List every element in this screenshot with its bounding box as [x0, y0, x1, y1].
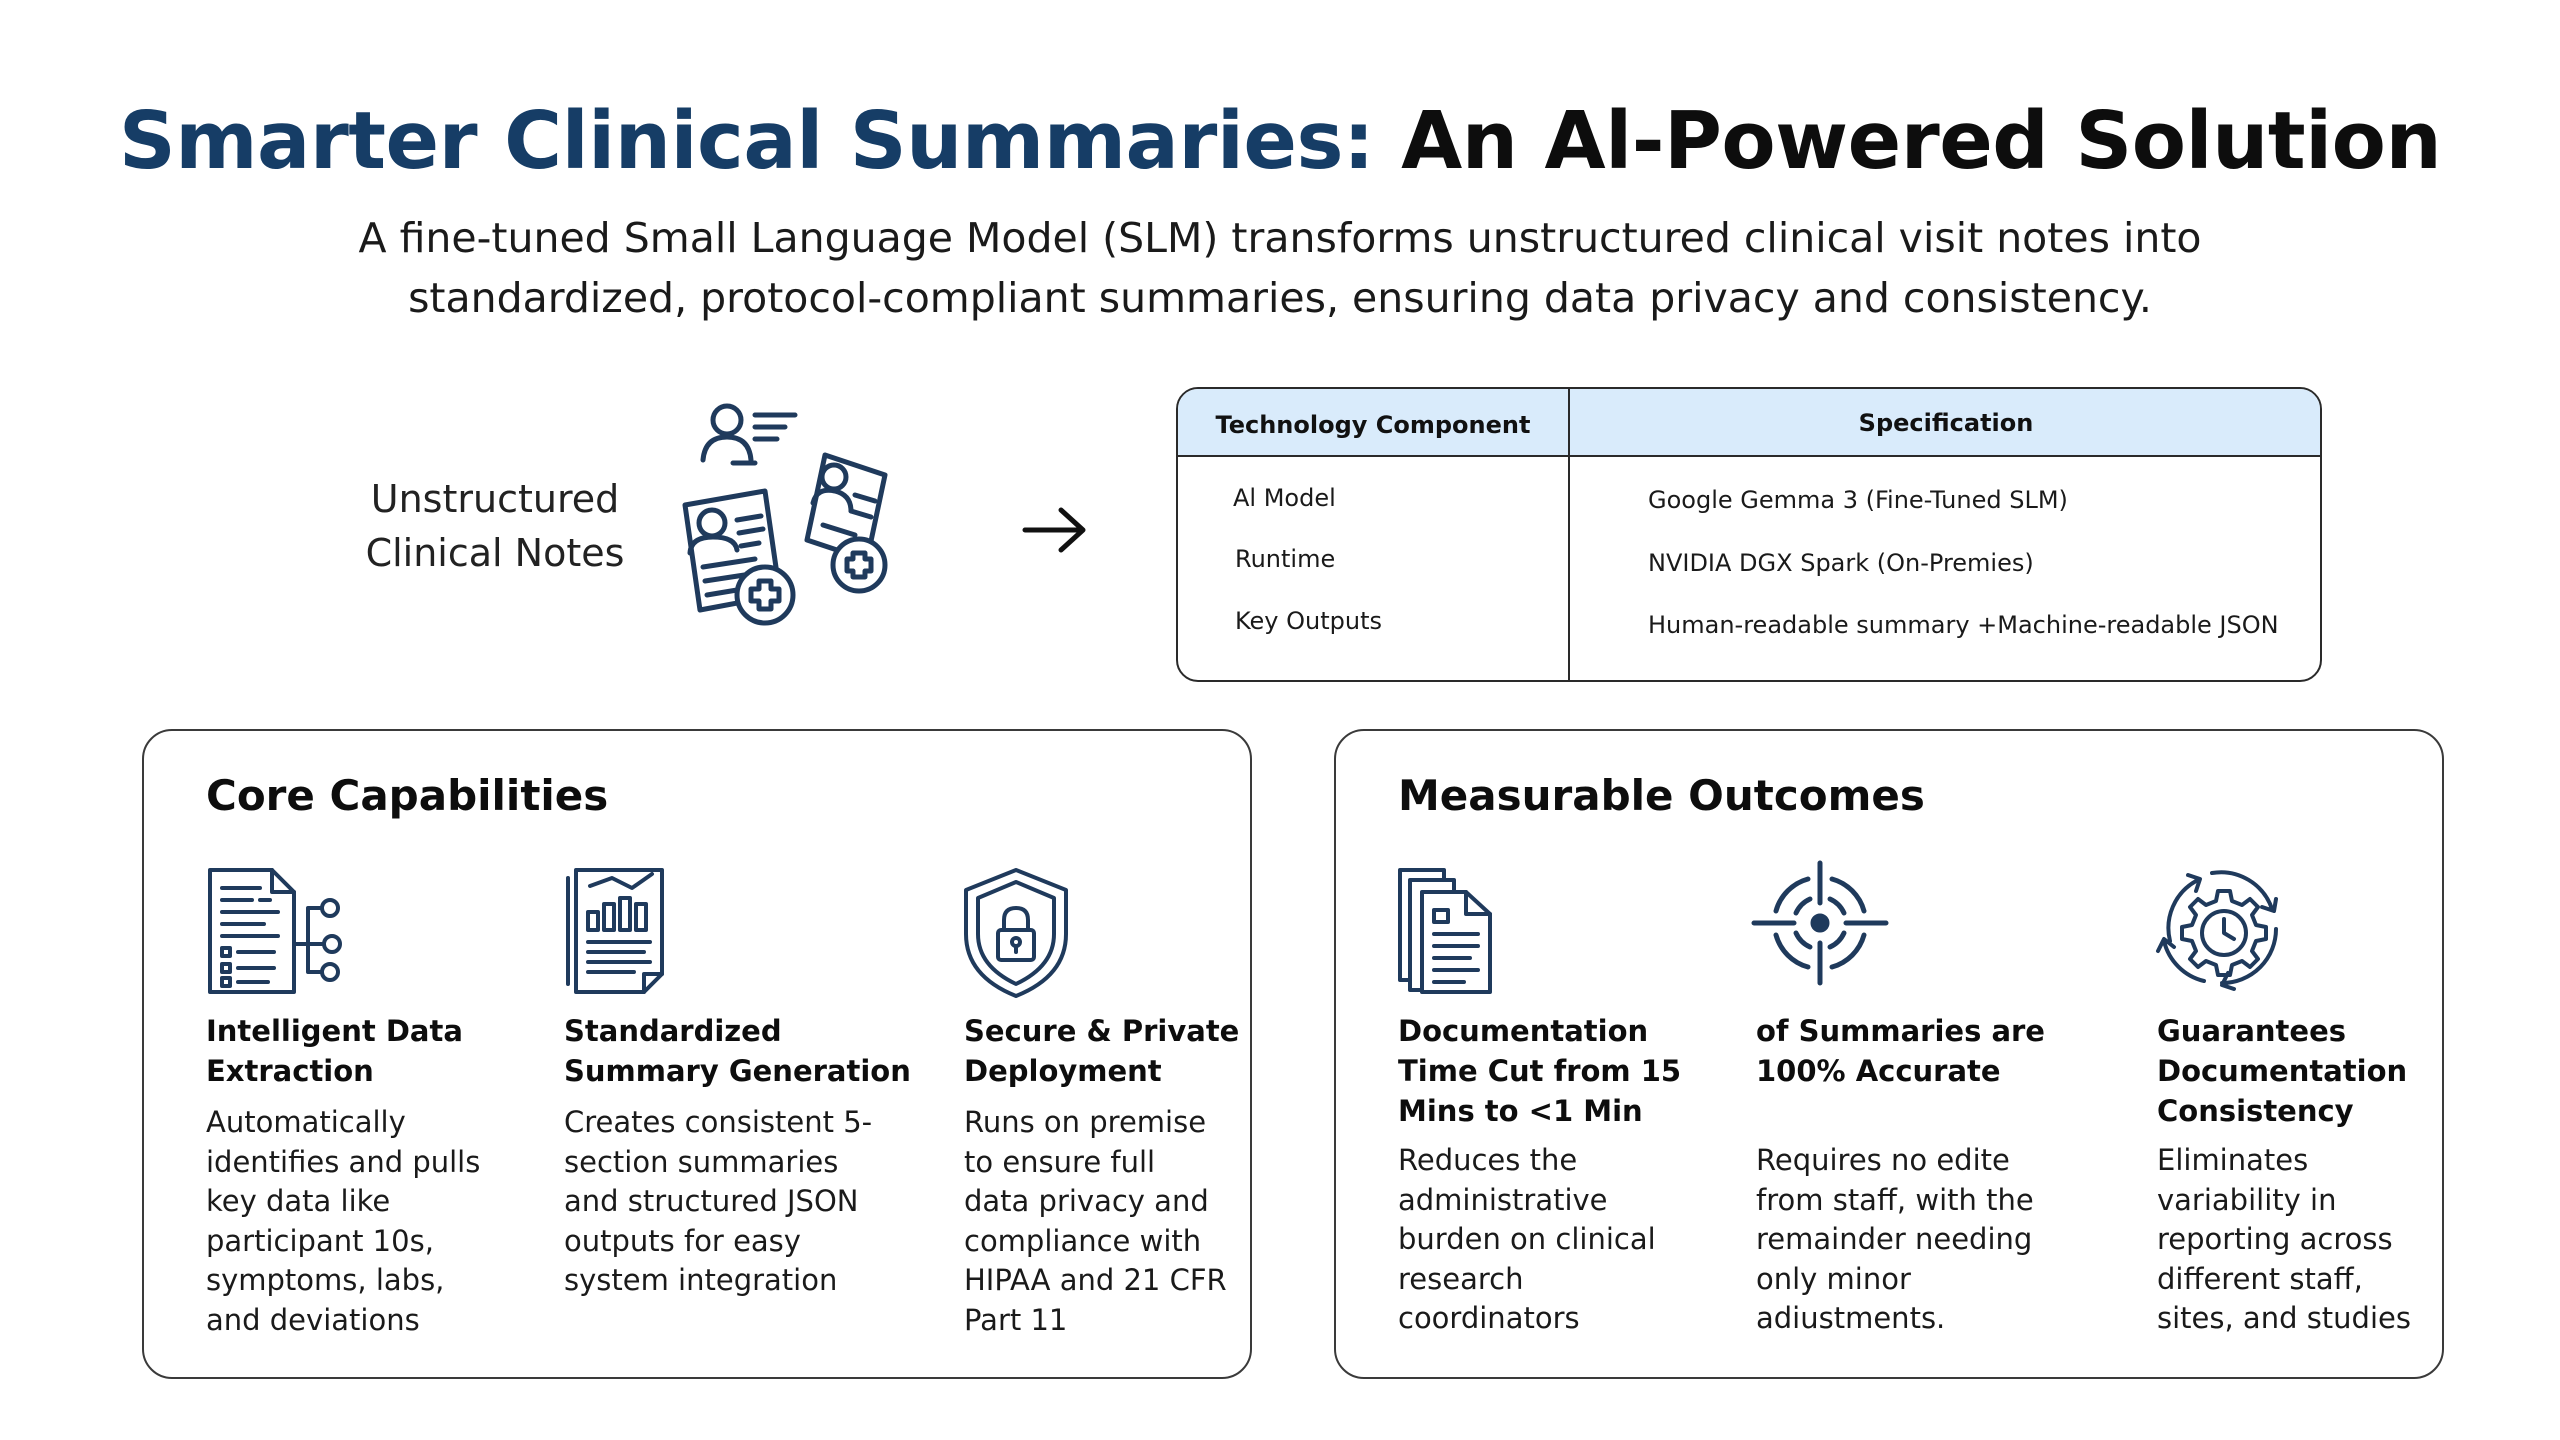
description-line: from staff, with the — [1756, 1182, 2034, 1217]
heading-line: Documentation — [1398, 1014, 1649, 1048]
table-cell-spec: Google Gemma 3 (Fine-Tuned SLM) — [1648, 486, 2068, 514]
description-line: key data like — [206, 1184, 391, 1218]
outcome-description: Reduces the administrative burden on cli… — [1398, 1141, 1656, 1339]
outcome-heading: of Summaries are 100% Accurate — [1756, 1011, 2045, 1091]
page-title: Smarter Clinical Summaries: An Al-Powere… — [0, 95, 2560, 187]
heading-line: Secure & Private — [964, 1014, 1240, 1048]
heading-line: of Summaries are — [1756, 1014, 2045, 1048]
description-line: data privacy and — [964, 1184, 1209, 1218]
arrow-right-icon — [1022, 507, 1086, 553]
heading-line: Documentation — [2157, 1054, 2408, 1088]
heading-line: Consistency — [2157, 1094, 2354, 1128]
description-line: symptoms, labs, — [206, 1263, 445, 1297]
heading-line: Standardized — [564, 1014, 782, 1048]
description-line: HIPAA and 21 CFR — [964, 1263, 1227, 1297]
description-line: reporting across — [2157, 1222, 2393, 1256]
description-line: to ensure full — [964, 1144, 1156, 1179]
capability-heading: Secure & Private Deployment — [964, 1011, 1239, 1091]
measurable-outcomes-panel: Measurable Outcomes Documentation Time C… — [1334, 729, 2444, 1379]
heading-line: Extraction — [206, 1054, 374, 1088]
heading-line: Mins to <1 Min — [1398, 1094, 1643, 1128]
description-line: and structured JSON — [564, 1184, 859, 1218]
table-header — [1178, 389, 2320, 457]
description-line: compliance with — [964, 1223, 1202, 1258]
panel-title: Measurable Outcomes — [1398, 771, 1925, 820]
input-label-line: Clinical Notes — [365, 531, 625, 575]
description-line: Creates consistent 5- — [564, 1105, 873, 1139]
subtitle-line: standardized, protocol-compliant summari… — [408, 274, 2152, 322]
column-divider — [1568, 389, 1570, 680]
heading-line: Time Cut from 15 — [1398, 1054, 1682, 1088]
description-line: outputs for easy — [564, 1223, 801, 1258]
heading-line: Deployment — [964, 1054, 1162, 1088]
description-line: Automatically — [206, 1105, 406, 1139]
capability-heading: Intelligent Data Extraction — [206, 1011, 463, 1091]
table-cell-component: Al Model — [1233, 484, 1336, 512]
column-header: Technology Component — [1215, 411, 1531, 439]
description-line: Eliminates — [2157, 1143, 2309, 1177]
column-header: Specification — [1858, 409, 2034, 437]
outcome-description: Eliminates variability in reporting acro… — [2157, 1141, 2411, 1339]
description-line: different staff, — [2157, 1261, 2363, 1296]
description-line: Reduces the — [1398, 1143, 1578, 1177]
heading-line: Guarantees — [2157, 1014, 2346, 1048]
title-accent: Smarter Clinical Summaries: — [118, 95, 1375, 187]
subtitle-line: A fine-tuned Small Language Model (SLM) … — [358, 214, 2202, 262]
description-line: Requires no edite — [1756, 1143, 2010, 1177]
input-label-line: Unstructured — [370, 477, 620, 521]
description-line: remainder needing — [1756, 1222, 2033, 1256]
data-extraction-icon — [208, 868, 342, 994]
capability-description: Runs on premise to ensure full data priv… — [964, 1103, 1227, 1340]
outcome-heading: Documentation Time Cut from 15 Mins to <… — [1398, 1011, 1681, 1131]
table-cell-spec: Human-readable summary +Machine-readable… — [1648, 611, 2279, 639]
target-icon — [1751, 860, 1889, 986]
core-capabilities-panel: Core Capabilities Intelligent Data Extra… — [142, 729, 1252, 1379]
description-line: Part 11 — [964, 1302, 1068, 1337]
page-subtitle: A fine-tuned Small Language Model (SLM) … — [330, 208, 2230, 328]
heading-line: Intelligent Data — [206, 1014, 463, 1048]
description-line: burden on clinical — [1398, 1222, 1656, 1256]
description-line: only minor — [1756, 1261, 1911, 1296]
title-main: An Al-Powered Solution — [1374, 95, 2442, 187]
description-line: sites, and studies — [2157, 1301, 2411, 1335]
description-line: section summaries — [564, 1144, 839, 1179]
heading-line: 100% Accurate — [1756, 1054, 2001, 1088]
description-line: Runs on premise — [964, 1105, 1207, 1139]
description-line: participant 10s, — [206, 1223, 434, 1258]
capability-description: Creates consistent 5- section summaries … — [564, 1103, 872, 1301]
report-chart-icon — [566, 868, 664, 994]
description-line: coordinators — [1398, 1301, 1580, 1335]
input-label: Unstructured Clinical Notes — [330, 472, 660, 580]
description-line: identifies and pulls — [206, 1144, 481, 1179]
description-line: and deviations — [206, 1302, 420, 1337]
outcome-heading: Guarantees Documentation Consistency — [2157, 1011, 2407, 1131]
table-cell-component: Runtime — [1235, 545, 1336, 573]
stacked-documents-icon — [1398, 868, 1492, 994]
technology-table: Technology Component Specification Al Mo… — [1176, 387, 2322, 682]
shield-lock-icon — [964, 868, 1068, 998]
capability-description: Automatically identifies and pulls key d… — [206, 1103, 480, 1340]
gear-cycle-icon — [2156, 870, 2278, 991]
panel-title: Core Capabilities — [206, 771, 609, 820]
clinical-documents-icon — [682, 403, 888, 626]
description-line: variability in — [2157, 1182, 2337, 1217]
capability-heading: Standardized Summary Generation — [564, 1011, 911, 1091]
heading-line: Summary Generation — [564, 1054, 911, 1088]
description-line: administrative — [1398, 1182, 1608, 1217]
table-cell-spec: NVIDIA DGX Spark (On-Premies) — [1648, 549, 2034, 577]
description-line: system integration — [564, 1263, 838, 1297]
outcome-description: Requires no edite from staff, with the r… — [1756, 1141, 2034, 1339]
description-line: adiustments. — [1756, 1301, 1946, 1335]
description-line: research — [1398, 1261, 1524, 1296]
table-cell-component: Key Outputs — [1235, 607, 1383, 635]
